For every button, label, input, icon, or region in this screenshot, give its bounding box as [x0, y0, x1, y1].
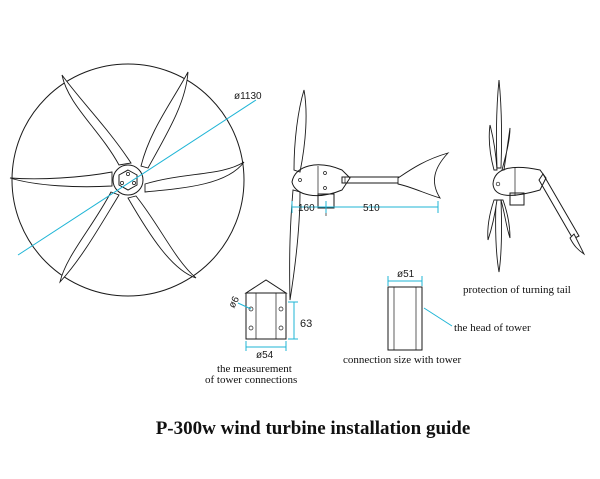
rotor-front-view: ø1130 — [9, 63, 262, 297]
bracket-cap — [244, 279, 288, 294]
turned-yaw — [509, 192, 525, 206]
turned-nacelle — [492, 166, 547, 196]
tail-fin — [397, 152, 450, 199]
turned-tail-boom — [538, 173, 580, 240]
hub-length-label: 160 — [298, 203, 315, 214]
blade-6 — [9, 171, 113, 188]
blade-3 — [144, 161, 245, 193]
body-length-label: 510 — [363, 203, 380, 214]
blade-5 — [59, 191, 120, 284]
tower-measurement-label-line2: of tower connections — [205, 374, 297, 386]
turbine-turned-view — [487, 79, 586, 273]
turbine-side-view: 160 510 — [289, 89, 450, 301]
tower-bracket-view — [237, 279, 298, 351]
rotor-diameter-label: ø1130 — [234, 91, 262, 102]
bracket-body — [245, 292, 287, 340]
turned-blade-top — [495, 79, 503, 169]
blade-upper — [293, 89, 307, 173]
bolt-hole-3 — [248, 325, 254, 331]
diameter-line — [17, 99, 257, 256]
blade-1 — [61, 74, 132, 166]
turned-blade-right-upper — [501, 127, 511, 171]
turned-blade-left-lower — [487, 199, 498, 241]
connection-size-label: connection size with tower — [343, 354, 462, 366]
turned-blade-left-upper — [488, 124, 498, 171]
bracket-height-label: 63 — [300, 318, 312, 330]
rotor-circle — [11, 63, 245, 297]
turned-blade-bottom — [495, 199, 503, 273]
bolt-hole-4 — [278, 325, 284, 331]
turned-bolt — [495, 181, 501, 187]
blade-lower — [289, 189, 301, 301]
rotor-blades — [9, 71, 245, 284]
tail-boom — [341, 176, 401, 184]
nacelle-bolt-3 — [323, 186, 327, 190]
tower-tube — [387, 286, 423, 351]
bolt-hole-1 — [248, 306, 254, 312]
hub-nut — [118, 169, 138, 191]
blade-4 — [127, 195, 197, 279]
tail-protection-label: protection of turning tail — [463, 284, 571, 296]
bolt-hole-2 — [278, 306, 284, 312]
nacelle — [291, 164, 351, 197]
tube-diameter-label: ø51 — [397, 269, 415, 280]
tower-measurement-label-line1: the measurement — [217, 363, 292, 375]
page-title: P-300w wind turbine installation guide — [156, 418, 471, 439]
bracket-width-label: ø54 — [256, 350, 274, 361]
turned-blade-right-lower — [500, 199, 511, 239]
rotor-hub — [112, 164, 144, 196]
bolt-leader — [237, 302, 252, 310]
hub-bolt-2 — [132, 181, 136, 185]
bolt-diameter-label: ø6 — [227, 294, 242, 310]
hub-bolt-3 — [120, 181, 124, 185]
turned-tail-fin — [569, 233, 586, 256]
hub-bolt-1 — [126, 172, 130, 176]
nacelle-bolt-2 — [323, 171, 327, 175]
tower-head-leader — [423, 307, 453, 327]
nacelle-bolt-1 — [298, 178, 302, 182]
blade-2 — [140, 71, 189, 169]
tower-head-label: the head of tower — [454, 322, 531, 334]
tower-head-view — [387, 276, 453, 351]
